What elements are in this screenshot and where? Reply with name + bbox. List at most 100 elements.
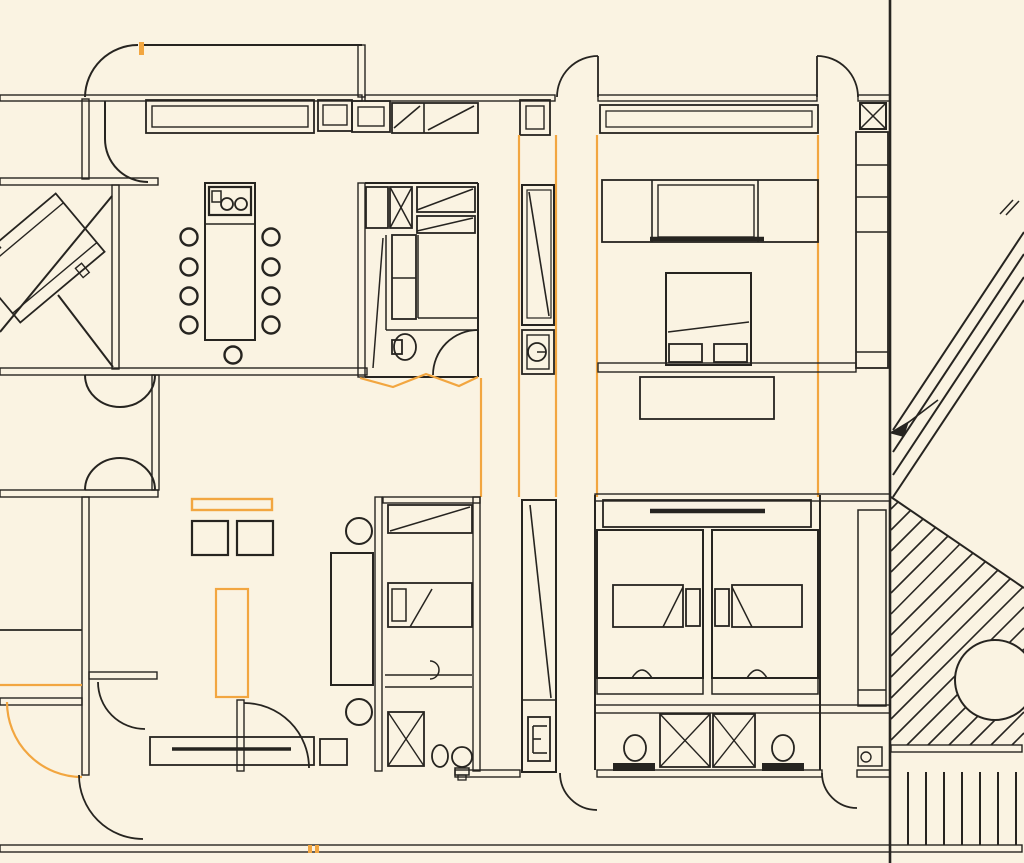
stair-arrow-head — [889, 421, 909, 437]
wall-main-top-west — [0, 94, 363, 102]
living-square-1 — [190, 519, 230, 557]
stub-wall-nook — [88, 671, 158, 680]
hatch-boundary — [890, 496, 1024, 589]
bath1-shower-col — [391, 234, 417, 320]
island-sink-box — [207, 185, 253, 217]
door-arc-entry-topleft — [84, 44, 139, 98]
kitchen-cabinet-diag-line1 — [427, 105, 475, 131]
wall-bath2-east — [472, 496, 481, 772]
shaft-xbox-d2 — [859, 102, 887, 130]
hardware-box — [857, 746, 883, 767]
stair-line-1 — [892, 299, 1024, 498]
hatch-line — [890, 509, 912, 531]
toilet-b-bowl — [771, 734, 795, 762]
bath1-xbox — [389, 186, 413, 229]
toilet-a-bowl — [623, 734, 647, 762]
bath2-mid-diag — [409, 588, 433, 628]
sink-c-stand2 — [457, 774, 467, 781]
hatch-line — [890, 552, 974, 636]
stool-r3 — [261, 286, 281, 306]
shower-c-d2 — [387, 711, 425, 767]
double-bed-pillow-2 — [713, 343, 748, 363]
balcony-edge — [890, 744, 1023, 753]
wall-main-top-east2 — [857, 94, 891, 102]
hatch-line — [890, 569, 999, 678]
wall-top-vert-junction — [357, 44, 366, 98]
closet-strip-east-lower — [857, 509, 887, 707]
door-arc-top-1 — [556, 55, 599, 98]
double-bed-blanket — [667, 321, 750, 333]
washer-box — [521, 329, 555, 375]
bath2-mid-box — [387, 582, 473, 628]
kitchen-box-2 — [351, 100, 391, 133]
stool-r1 — [261, 227, 281, 247]
bath2-mid-inner — [391, 588, 407, 622]
hatch-line — [1011, 732, 1024, 746]
stair-line-4 — [892, 231, 1024, 431]
sofa-body — [330, 552, 374, 686]
bath1-xbox-d2 — [389, 186, 413, 229]
door-arc-orange-bottomleft — [5, 701, 83, 779]
rotated-bed-frame — [0, 192, 106, 324]
double-bed-pillow-1 — [668, 343, 703, 363]
living-square-2 — [235, 519, 275, 557]
bath1-shelf-a-diag — [416, 188, 474, 211]
sofa-side-table-1 — [345, 517, 373, 545]
stool-l3 — [179, 286, 199, 306]
pillow-b — [731, 584, 803, 628]
wardrobe-bed1-inner — [657, 184, 755, 238]
sideboard-box — [319, 738, 348, 766]
closet-mid — [521, 184, 555, 326]
stair-line-3 — [892, 253, 1024, 453]
toilet-c-bowl — [431, 744, 449, 768]
stool-end — [223, 345, 243, 365]
pillow-a — [612, 584, 684, 628]
shower-a-d2 — [659, 713, 711, 768]
pillow-b-diag — [731, 586, 753, 628]
orange-shelf-living — [190, 497, 274, 512]
bath1-shelf-b — [416, 215, 476, 234]
kitchen-box-1-inner — [322, 104, 348, 126]
stair-line-2 — [892, 276, 1024, 476]
stair-break-1 — [999, 199, 1014, 215]
shower-a — [659, 713, 711, 768]
bath1-toilet-tank — [391, 339, 403, 355]
wall-mid-horiz — [0, 367, 368, 376]
blanket-bump-b — [746, 669, 768, 679]
sink-c — [451, 746, 473, 768]
stool-r2 — [261, 257, 281, 277]
orange-tick-bottom-2 — [315, 845, 319, 853]
diag-brace-2 — [57, 294, 114, 368]
washer-box-inner — [526, 334, 550, 370]
hatch-line — [890, 501, 899, 510]
door-semi-upper — [84, 374, 156, 408]
stool-l4 — [179, 315, 199, 335]
door-arc-top-2 — [816, 55, 859, 98]
pillow-b-small — [714, 588, 730, 627]
wall-south-1 — [454, 769, 521, 778]
bed1-window-inner — [605, 110, 813, 128]
wall-left-bottom-horiz — [0, 697, 83, 706]
hatch-line — [890, 561, 986, 657]
door-arc-left-lower — [78, 774, 144, 840]
stool-r4 — [261, 315, 281, 335]
diag-brace-1 — [0, 195, 113, 333]
hatch-line — [890, 518, 924, 552]
kitchen-cabinet-diag-line2 — [393, 105, 421, 129]
closet-lower — [521, 499, 557, 773]
bed-a-foot — [596, 677, 704, 695]
door-arc-south-2 — [821, 772, 858, 809]
closet-mid-inner — [526, 189, 552, 319]
wall-left-lower-horiz — [0, 489, 159, 498]
wall-south-3 — [856, 769, 891, 778]
wall-sofa-east — [374, 496, 383, 772]
kitchen-counter-outer — [145, 99, 315, 134]
closet-mid-diag — [528, 191, 550, 317]
bath1-door-arc — [432, 329, 479, 376]
rotated-bed-tick-2 — [74, 262, 91, 279]
bed-b-foot — [711, 677, 819, 695]
shower-b-d2 — [712, 713, 756, 768]
wall-left-south-vert — [81, 496, 90, 776]
hatch-line — [890, 526, 937, 573]
sink-burner-2 — [234, 197, 248, 211]
